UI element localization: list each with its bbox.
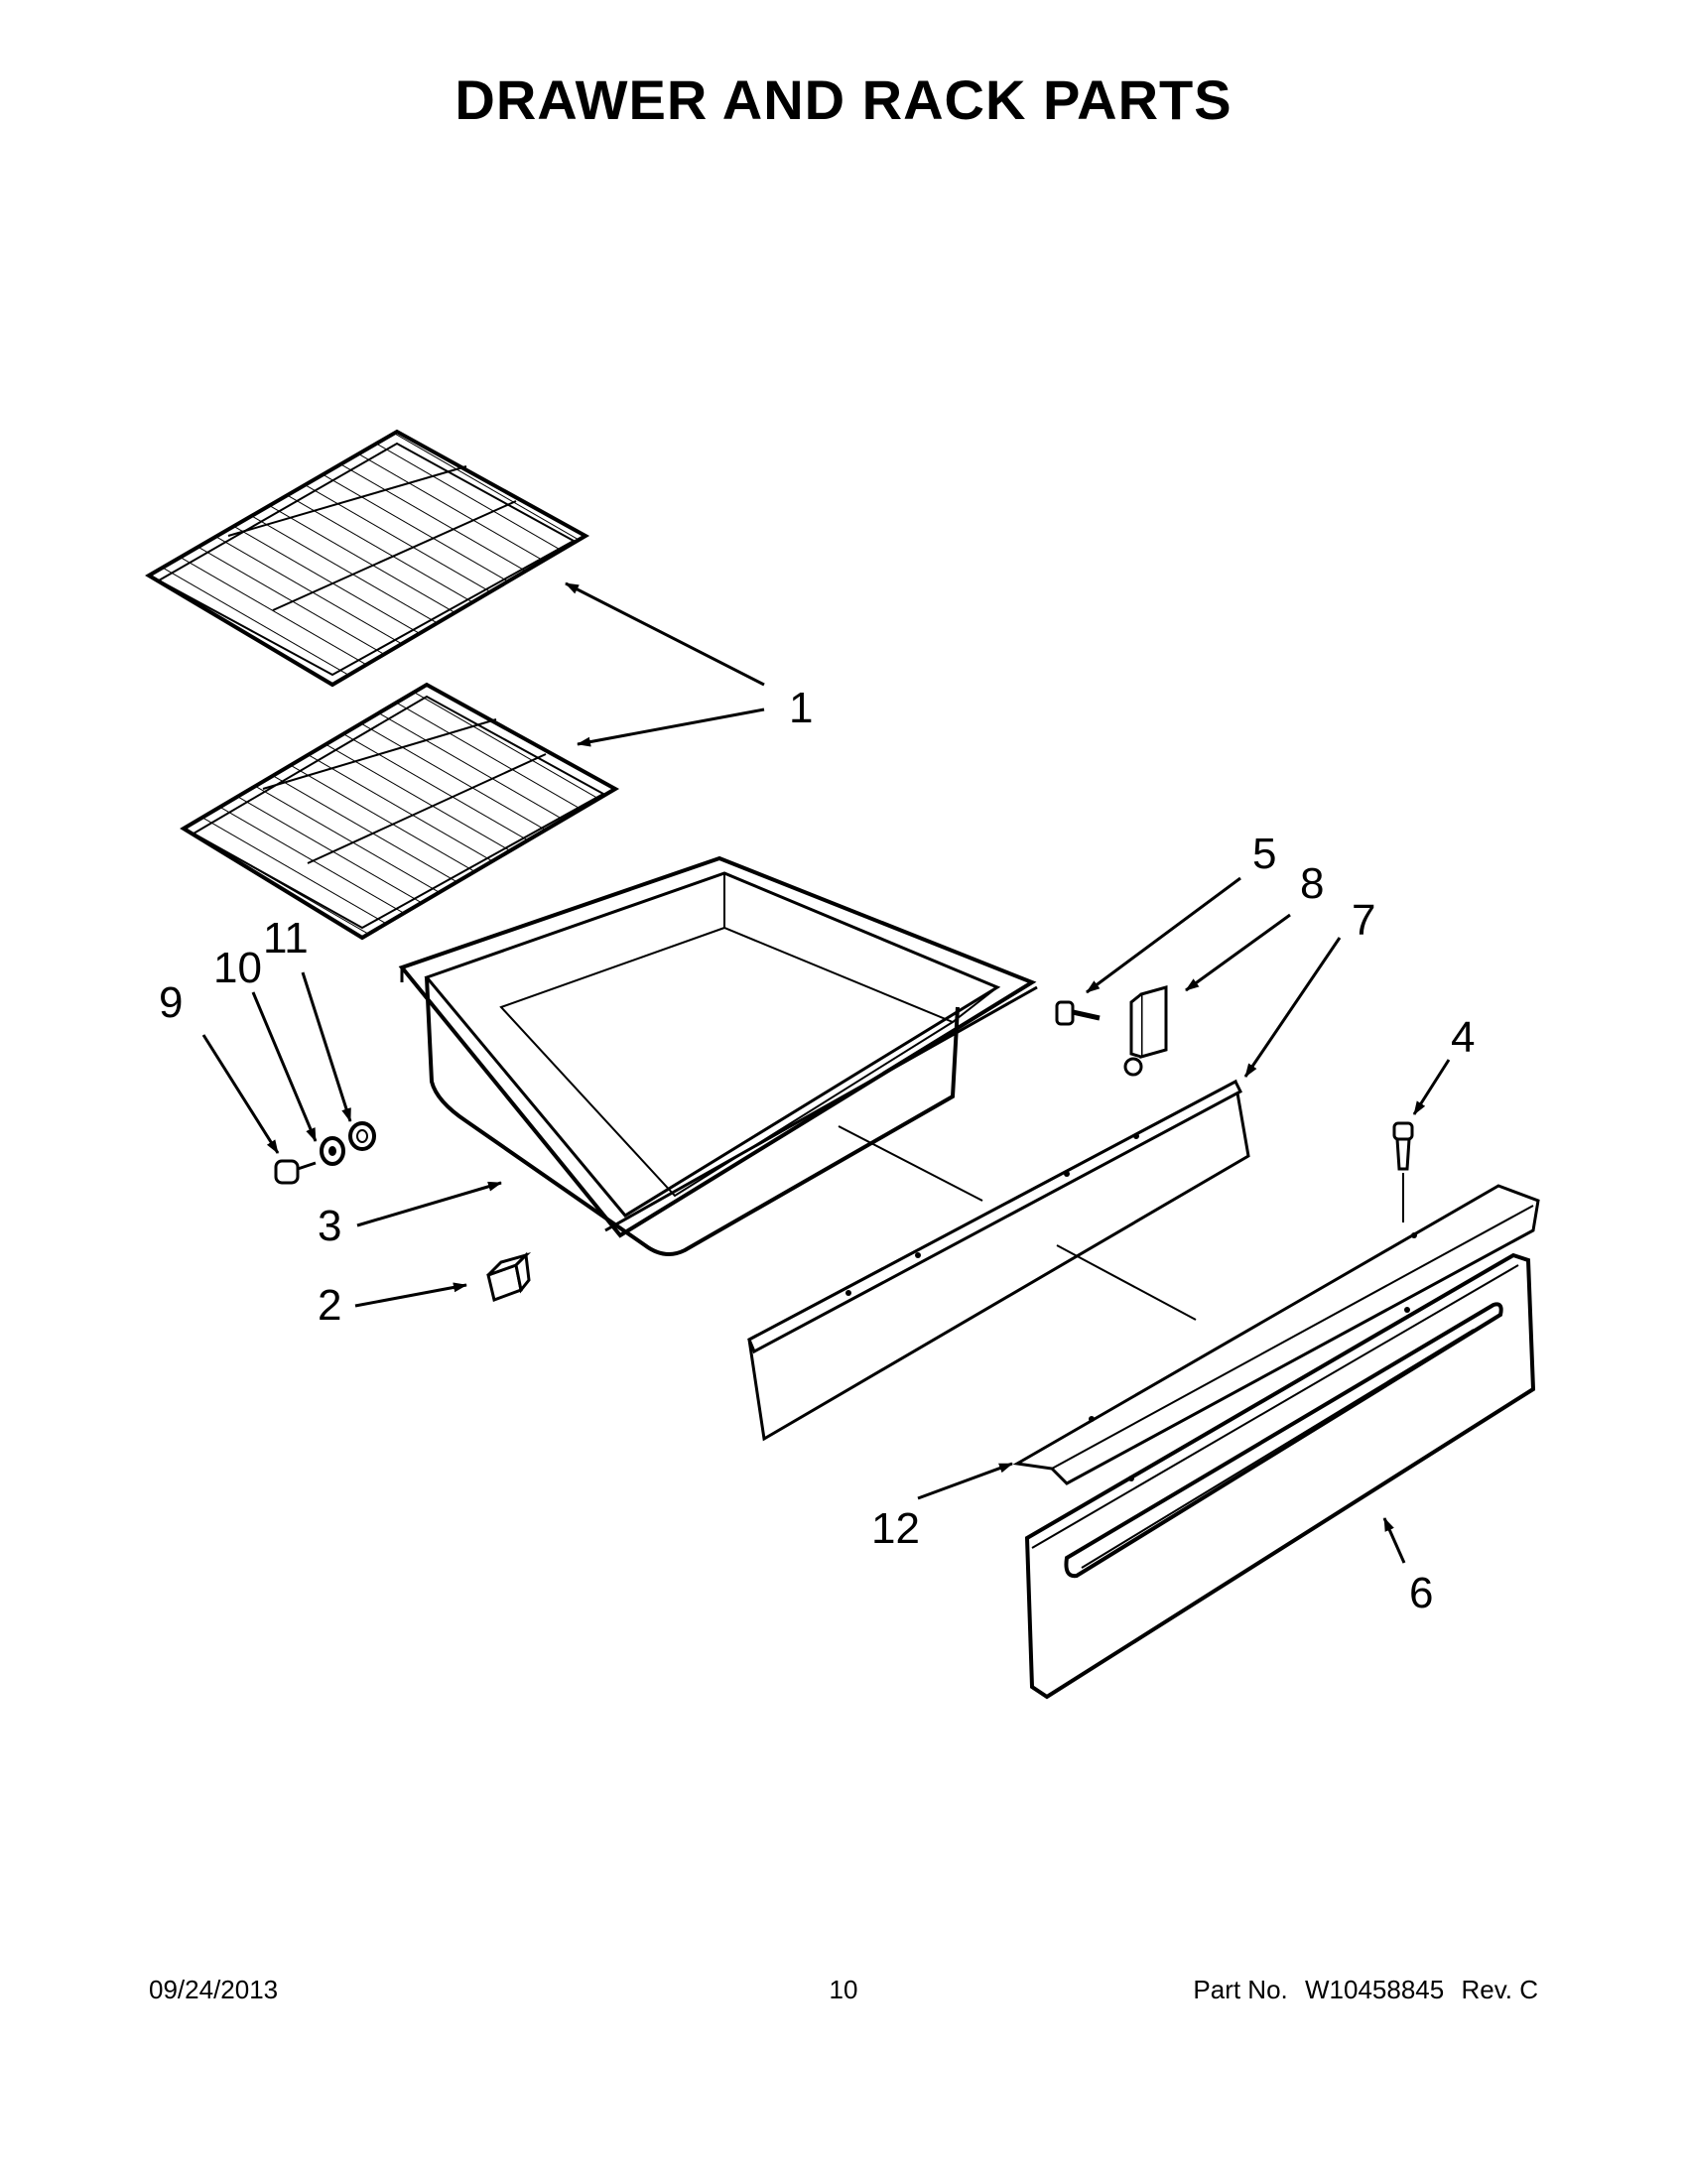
callout-11: 11 — [263, 914, 309, 963]
callout-7: 7 — [1352, 896, 1375, 945]
callout-8: 8 — [1300, 859, 1324, 908]
leader-8 — [1185, 913, 1291, 992]
callout-4: 4 — [1451, 1013, 1475, 1062]
leader-3 — [356, 1181, 502, 1227]
callout-labels: 1 2 3 4 5 6 7 8 9 10 11 12 — [159, 684, 1475, 1617]
leader-lines — [201, 581, 1451, 1564]
alignment-lines — [838, 1125, 1404, 1321]
bracket-screw — [1055, 1000, 1101, 1026]
glide-roller — [348, 1121, 376, 1151]
page-title: DRAWER AND RACK PARTS — [454, 68, 1233, 131]
trim-screw — [1392, 1121, 1414, 1171]
revision: Rev. C — [1461, 1975, 1538, 2004]
drawer-glide-screw — [274, 1159, 317, 1185]
glide-washer — [320, 1136, 345, 1166]
drawer-front-panel — [1024, 1252, 1536, 1700]
callout-3: 3 — [318, 1202, 341, 1250]
footer-part-info: Part No. W10458845 Rev. C — [1183, 1975, 1538, 2005]
leader-1a — [565, 581, 765, 687]
drawer-front-rail — [747, 1079, 1250, 1442]
drawer-trim — [1012, 1184, 1540, 1485]
callout-6: 6 — [1409, 1569, 1433, 1617]
leader-1b — [577, 707, 765, 747]
callout-2: 2 — [318, 1281, 341, 1330]
leader-10 — [251, 991, 318, 1142]
footer-page-number: 10 — [829, 1975, 858, 2004]
leader-7 — [1243, 937, 1342, 1078]
leader-12 — [917, 1462, 1013, 1500]
leader-6 — [1382, 1517, 1406, 1564]
footer-date: 09/24/2013 — [149, 1975, 279, 2004]
drawer-bracket — [1123, 985, 1168, 1077]
oven-rack-lower — [180, 682, 620, 941]
callout-5: 5 — [1252, 830, 1276, 878]
part-label: Part No. — [1193, 1975, 1288, 2004]
callout-10: 10 — [213, 944, 262, 992]
leader-2 — [354, 1282, 467, 1308]
drawer-pan — [398, 855, 1038, 1256]
oven-rack-upper — [145, 429, 590, 688]
part-number: W10458845 — [1305, 1975, 1445, 2004]
callout-12: 12 — [871, 1504, 920, 1553]
callout-9: 9 — [159, 978, 183, 1027]
leader-11 — [301, 971, 352, 1122]
leader-5 — [1086, 876, 1241, 994]
drawer-bumper — [486, 1251, 532, 1302]
callout-1: 1 — [789, 684, 813, 732]
leader-4 — [1412, 1059, 1451, 1115]
leader-9 — [201, 1034, 280, 1154]
